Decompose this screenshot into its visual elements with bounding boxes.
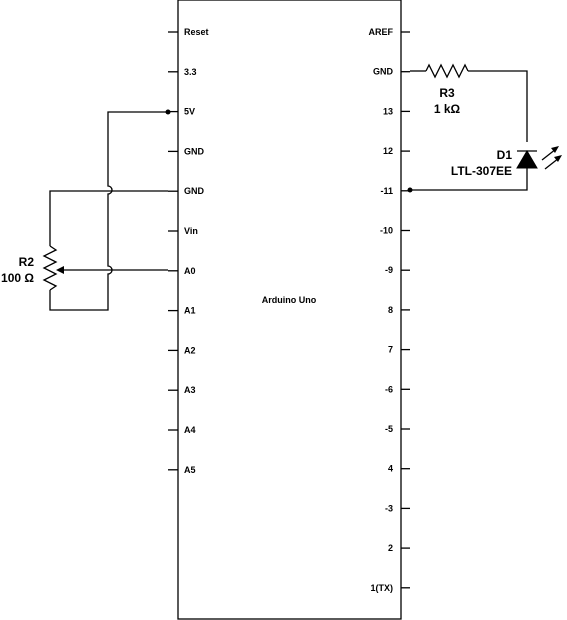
left-pin-label: 5V [184, 107, 195, 117]
right-pin-label: 7 [388, 345, 393, 355]
potentiometer-r2 [42, 245, 58, 291]
right-pin-label: -10 [380, 226, 393, 236]
wiper-arrow [56, 266, 64, 274]
right-pin-label: 1(TX) [371, 583, 394, 593]
right-pin-label: GND [373, 67, 394, 77]
left-pin-label: GND [184, 186, 205, 196]
r2-ref: R2 [19, 255, 35, 269]
left-pin-label: A5 [184, 465, 196, 475]
led-d1 [407, 146, 562, 193]
left-pin-label: A3 [184, 385, 196, 395]
left-pin-label: Vin [184, 226, 198, 236]
wire-gnd-right [410, 70, 528, 142]
d1-value: LTL-307EE [451, 164, 512, 178]
resistor-r3 [425, 63, 469, 79]
junction-dot [165, 109, 171, 115]
board-name: Arduino Uno [262, 295, 317, 305]
d1-ref: D1 [497, 148, 513, 162]
left-pin-label: A1 [184, 306, 196, 316]
wire-a0 [56, 266, 168, 274]
left-pin-label: A0 [184, 266, 196, 276]
left-pin-label: A4 [184, 425, 196, 435]
right-pin-label: 13 [383, 106, 393, 116]
left-pin-label: GND [184, 146, 205, 156]
right-pin-label: 12 [383, 146, 393, 156]
left-pin-label: A2 [184, 345, 196, 355]
right-pin-label: 4 [388, 464, 393, 474]
right-pin-label: AREF [369, 27, 394, 37]
right-pin-label: -6 [385, 384, 393, 394]
wire-gnd-left [49, 190, 168, 246]
right-pin-label: -11 [380, 186, 393, 196]
right-pin-label: -9 [385, 265, 393, 275]
left-pin-label: 3.3 [184, 67, 197, 77]
wire-5v [49, 109, 171, 311]
arduino-board-body [177, 0, 402, 620]
r3-ref: R3 [439, 86, 455, 100]
right-pin-label: -3 [385, 503, 393, 513]
r3-value: 1 kΩ [434, 102, 461, 116]
right-pin-label: 2 [388, 543, 393, 553]
right-pin-label: 8 [388, 305, 393, 315]
right-pin-label: -5 [385, 424, 393, 434]
right-pin-header: AREF GND 13 12 -11 -10 -9 8 7 -6 -5 4 -3 2 1(TX) [369, 27, 410, 593]
left-pin-label: Reset [184, 27, 209, 37]
light-emission-icon [541, 146, 562, 170]
junction-dot [407, 187, 413, 193]
r2-value: 100 Ω [1, 271, 34, 285]
